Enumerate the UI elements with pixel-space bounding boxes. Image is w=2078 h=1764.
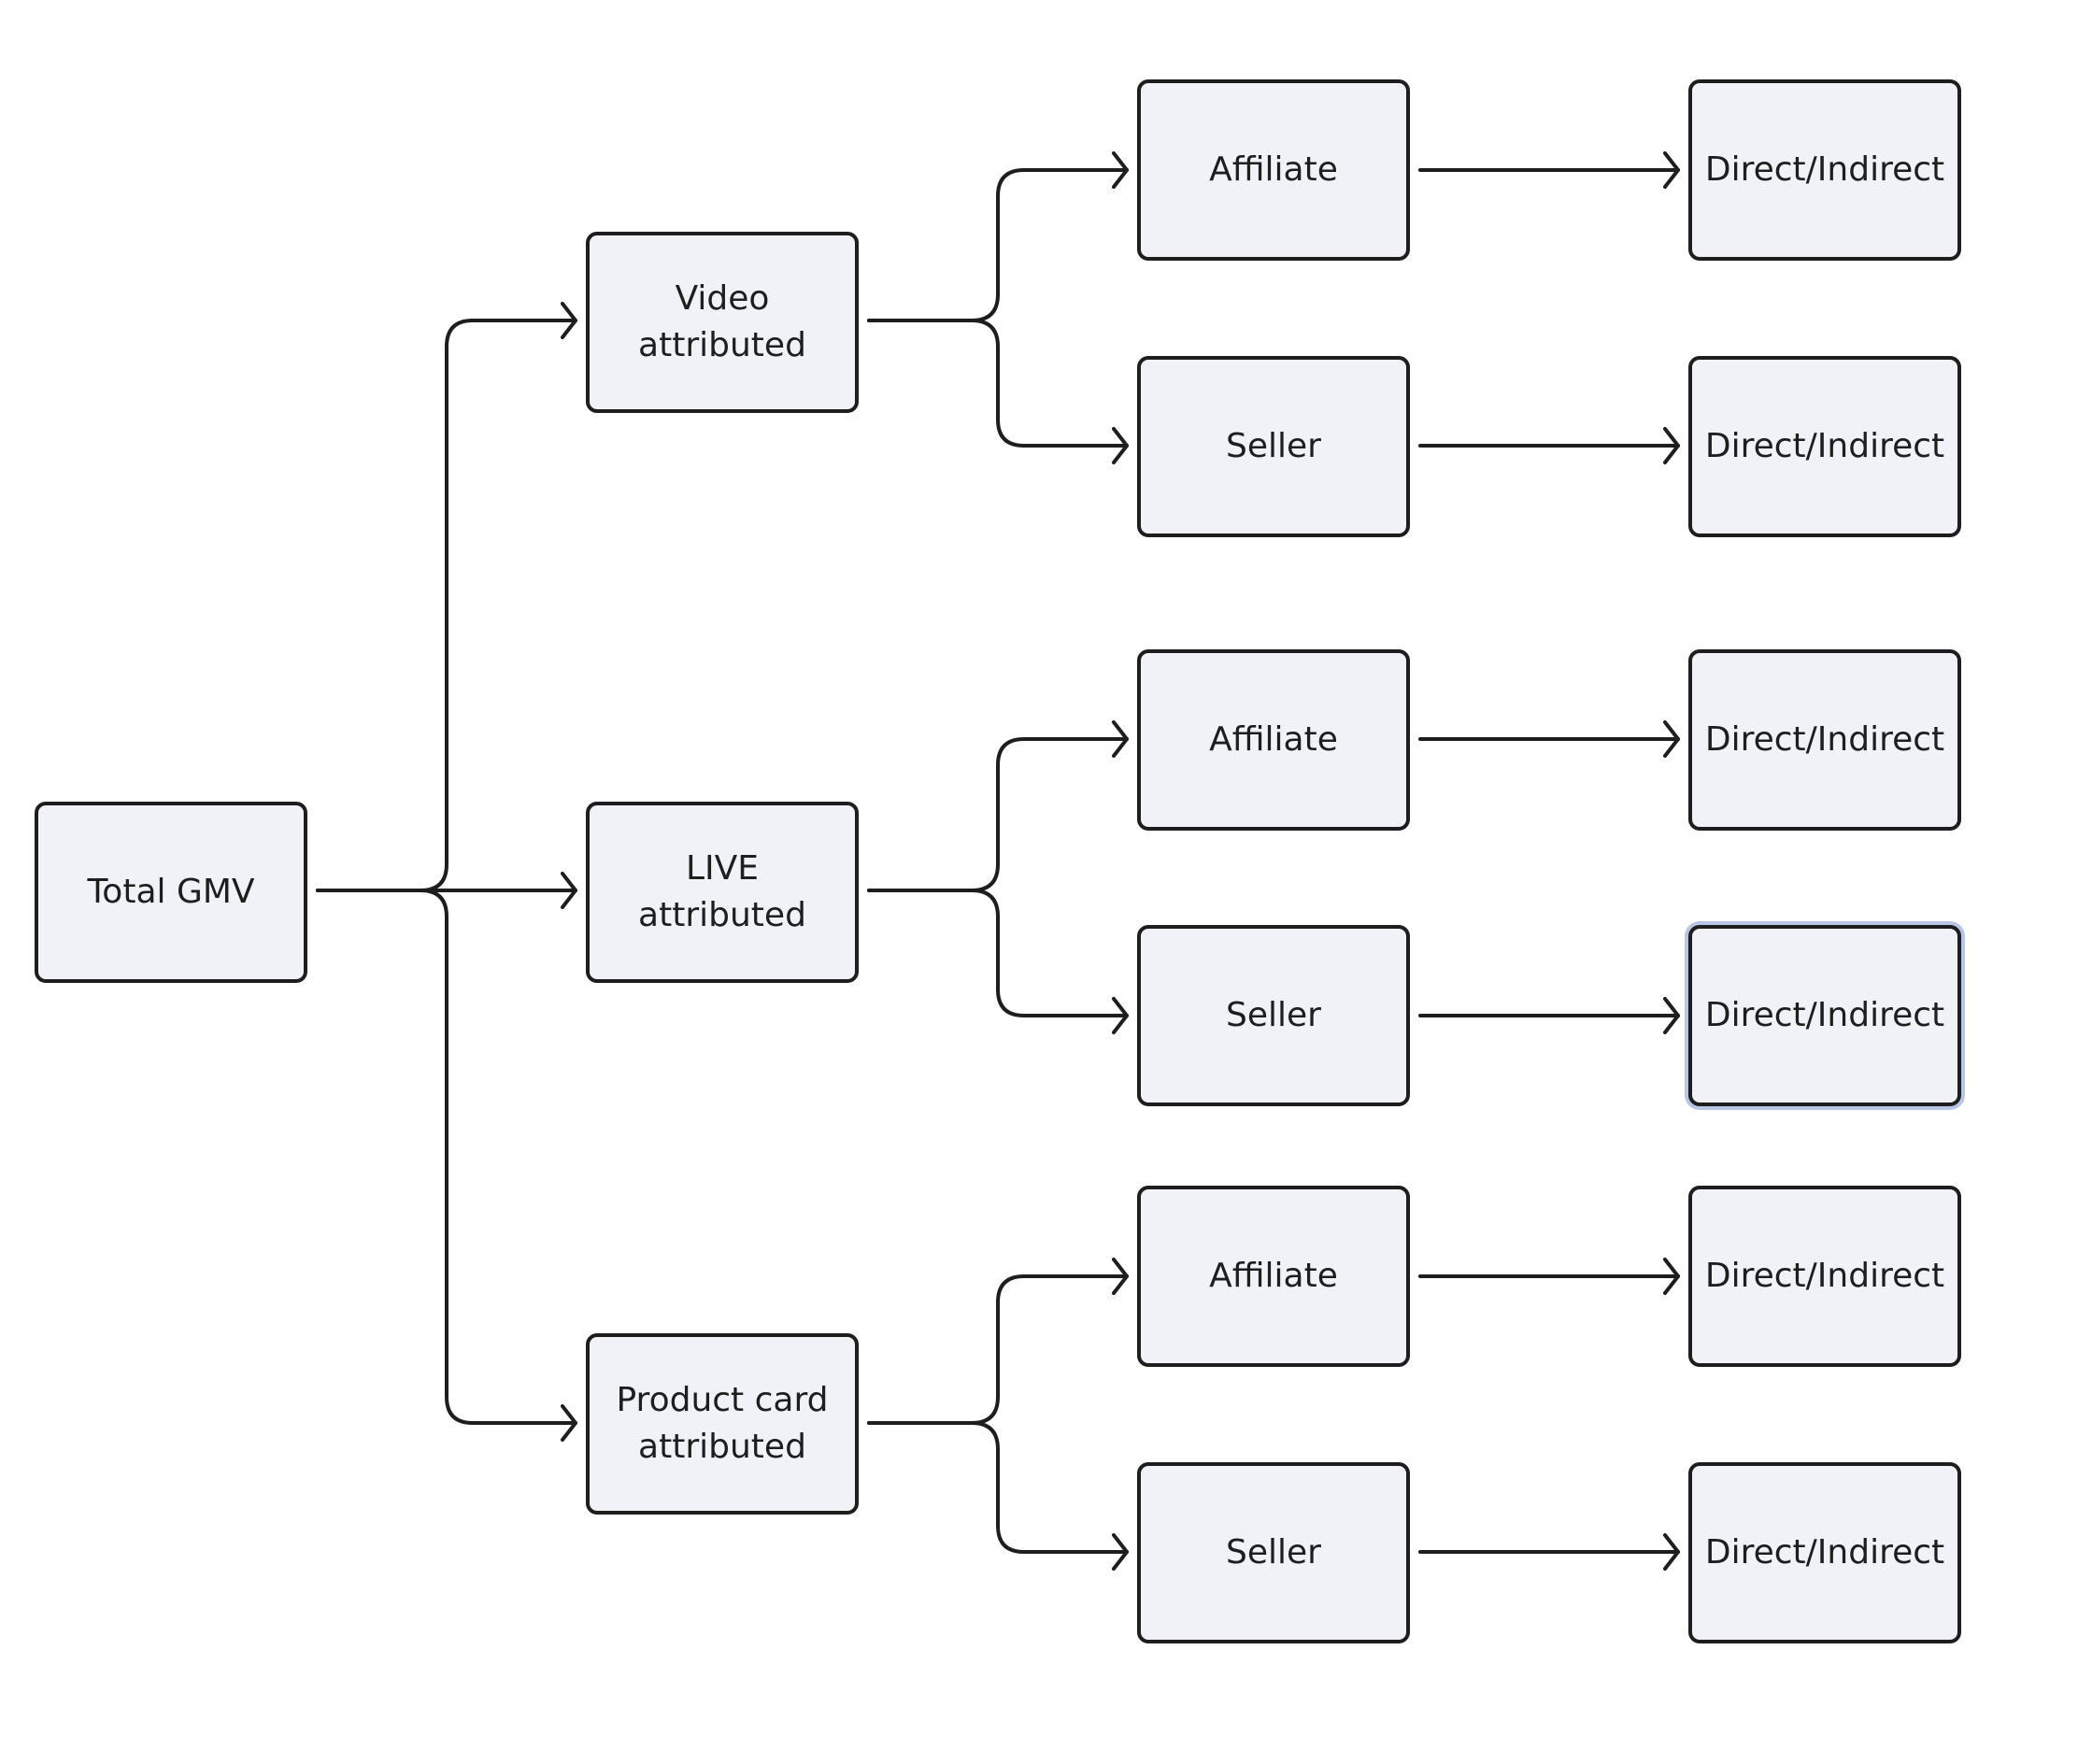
node-video-affiliate-direct-indirect[interactable]: Direct/Indirect — [1688, 79, 1961, 261]
node-label: Video attributed — [638, 279, 806, 364]
node-video-affiliate[interactable]: Affiliate — [1137, 79, 1410, 261]
node-label: Direct/Indirect — [1704, 427, 1945, 465]
node-label: Total GMV — [87, 873, 255, 911]
node-label: Product card attributed — [616, 1381, 829, 1466]
connector-live-affiliate-to-leaf-arrowhead — [1663, 720, 1680, 758]
connector-root-to-product — [316, 889, 577, 1425]
node-video-attributed[interactable]: Video attributed — [586, 232, 859, 413]
connector-root-to-product-arrowhead — [561, 1404, 577, 1442]
node-product-card-attributed[interactable]: Product card attributed — [586, 1333, 859, 1515]
connector-video-to-seller-arrowhead — [1112, 427, 1129, 464]
connector-video-to-affiliate-arrowhead — [1112, 151, 1129, 189]
node-live-affiliate[interactable]: Affiliate — [1137, 649, 1410, 831]
node-label: LIVE attributed — [638, 849, 806, 934]
node-label: Seller — [1226, 996, 1321, 1034]
node-total-gmv[interactable]: Total GMV — [35, 802, 307, 983]
connector-root-to-video-arrowhead — [561, 302, 577, 339]
node-label: Direct/Indirect — [1704, 1533, 1945, 1572]
node-label: Affiliate — [1209, 1257, 1338, 1295]
node-label: Direct/Indirect — [1704, 1257, 1945, 1295]
node-product-affiliate[interactable]: Affiliate — [1137, 1186, 1410, 1367]
connector-live-to-affiliate — [867, 737, 1129, 892]
connector-product-affiliate-to-leaf-arrowhead — [1663, 1258, 1680, 1295]
connector-live-to-seller — [867, 889, 1129, 1017]
node-live-seller[interactable]: Seller — [1137, 925, 1410, 1106]
connector-live-seller-to-leaf-arrowhead — [1663, 997, 1680, 1034]
node-label: Seller — [1226, 427, 1321, 465]
connector-product-seller-to-leaf-arrowhead — [1663, 1533, 1680, 1571]
connector-product-to-affiliate-arrowhead — [1112, 1258, 1129, 1295]
connector-video-affiliate-to-leaf-arrowhead — [1663, 151, 1680, 189]
node-live-seller-direct-indirect[interactable]: Direct/Indirect — [1688, 925, 1961, 1106]
node-label: Direct/Indirect — [1704, 150, 1945, 189]
node-label: Affiliate — [1209, 150, 1338, 189]
connector-root-to-video — [316, 319, 577, 892]
node-label: Direct/Indirect — [1704, 996, 1945, 1034]
node-label: Seller — [1226, 1533, 1321, 1572]
connector-live-to-seller-arrowhead — [1112, 997, 1129, 1034]
node-video-seller-direct-indirect[interactable]: Direct/Indirect — [1688, 356, 1961, 537]
node-live-affiliate-direct-indirect[interactable]: Direct/Indirect — [1688, 649, 1961, 831]
node-label: Affiliate — [1209, 720, 1338, 759]
node-product-affiliate-direct-indirect[interactable]: Direct/Indirect — [1688, 1186, 1961, 1367]
node-video-seller[interactable]: Seller — [1137, 356, 1410, 537]
connector-video-to-seller — [867, 319, 1129, 448]
connector-product-to-affiliate — [867, 1274, 1129, 1425]
node-live-attributed[interactable]: LIVE attributed — [586, 802, 859, 983]
connector-video-to-affiliate — [867, 168, 1129, 322]
connector-root-to-live-arrowhead — [561, 872, 577, 909]
connector-video-seller-to-leaf-arrowhead — [1663, 427, 1680, 464]
connector-product-to-seller-arrowhead — [1112, 1533, 1129, 1571]
node-product-seller-direct-indirect[interactable]: Direct/Indirect — [1688, 1462, 1961, 1643]
connector-product-to-seller — [867, 1421, 1129, 1554]
node-product-seller[interactable]: Seller — [1137, 1462, 1410, 1643]
connector-live-to-affiliate-arrowhead — [1112, 720, 1129, 758]
node-label: Direct/Indirect — [1704, 720, 1945, 759]
